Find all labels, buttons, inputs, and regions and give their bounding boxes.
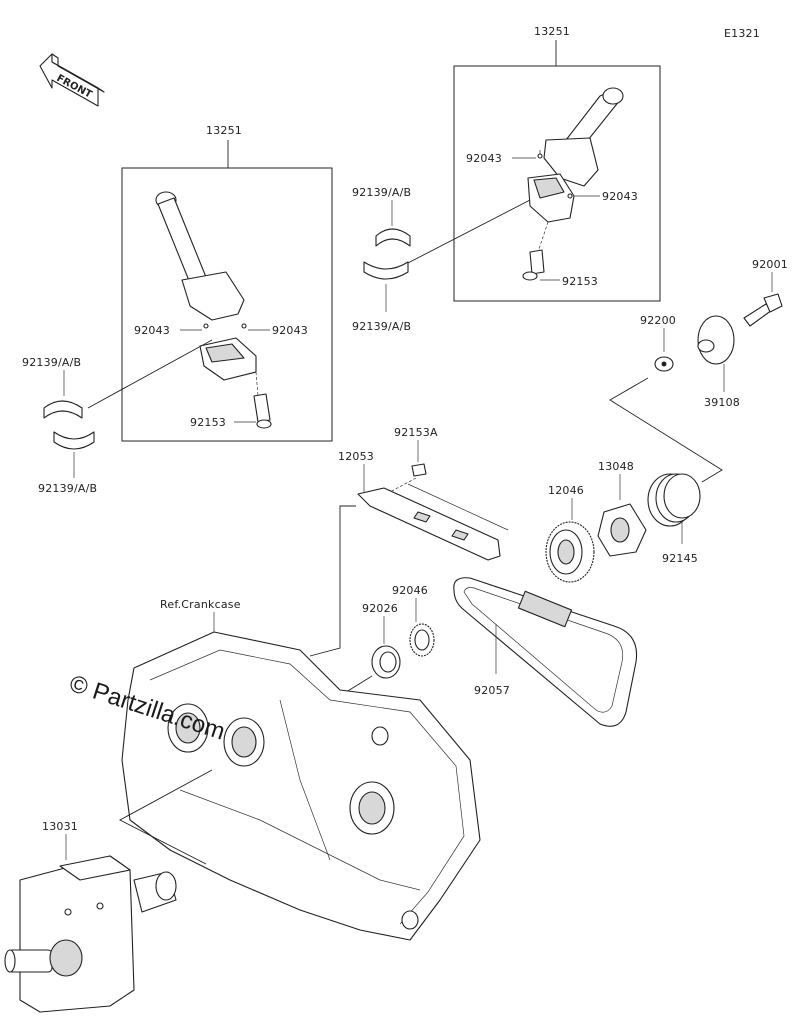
seal-group: 92026 92046 xyxy=(329,584,435,703)
label-guide: 12053 xyxy=(338,450,374,463)
bearing-r-lower-icon xyxy=(363,261,409,280)
label-sprocket: 12046 xyxy=(548,484,584,497)
label-bolt-r: 92153 xyxy=(562,275,598,288)
guide-group: 92153A 12053 xyxy=(309,426,509,657)
chain-icon xyxy=(453,577,638,727)
pin-r-upper-icon xyxy=(537,153,543,159)
front-arrow-icon: FRONT xyxy=(39,53,105,107)
conrod-right-group: 13251 92043 92043 92153 xyxy=(405,25,661,302)
label-seal: 92026 xyxy=(362,602,398,615)
crankcase-group: Ref.Crankcase xyxy=(119,598,481,941)
label-crankshaft: 13031 xyxy=(42,820,78,833)
label-chain: 92057 xyxy=(474,684,510,697)
pin-l-right-icon xyxy=(241,323,247,329)
label-bolt-guide: 92153A xyxy=(394,426,438,439)
diagram-code: E1321 xyxy=(724,27,760,40)
label-bolt-l: 92153 xyxy=(190,416,226,429)
bearing-r-upper-icon xyxy=(375,228,411,247)
chain-group: 92057 xyxy=(453,577,638,727)
label-pin-r-lower: 92043 xyxy=(602,190,638,203)
label-bearing-r-lower: 92139/A/B xyxy=(352,320,411,333)
bolt-l xyxy=(253,393,271,423)
sprocket-group: 12046 13048 92145 xyxy=(545,460,701,583)
conrod-left-big-end xyxy=(181,271,245,321)
conrod-left-shaft xyxy=(157,197,209,289)
bearing-l-group: 92139/A/B 92139/A/B xyxy=(22,356,97,495)
label-reference-crankcase: Ref.Crankcase xyxy=(160,598,241,611)
cap-group: 92001 92200 39108 xyxy=(609,258,788,483)
conrod-left-box xyxy=(121,167,333,442)
conrod-right-box xyxy=(453,65,661,302)
bolt-guide-icon xyxy=(411,463,427,477)
crankshaft-group: 13031 xyxy=(4,820,177,1013)
label-pin-r-upper: 92043 xyxy=(466,152,502,165)
conrod-left-group: 13251 92043 92043 92153 xyxy=(87,124,333,442)
crankshaft-icon xyxy=(19,855,135,1013)
label-conrod-left: 13251 xyxy=(206,124,242,137)
label-needle-bearing: 92046 xyxy=(392,584,428,597)
bolt-r xyxy=(529,249,545,275)
guide-icon xyxy=(357,487,501,561)
label-conrod-right: 13251 xyxy=(534,25,570,38)
label-clutch: 13048 xyxy=(598,460,634,473)
label-bolt-top: 92001 xyxy=(752,258,788,271)
label-bearing-l-lower: 92139/A/B xyxy=(38,482,97,495)
label-spring: 92145 xyxy=(662,552,698,565)
label-washer: 92200 xyxy=(640,314,676,327)
label-pin-l-left: 92043 xyxy=(134,324,170,337)
bearing-l-upper-icon xyxy=(43,400,83,419)
bearing-r-group: 92139/A/B 92139/A/B xyxy=(352,186,411,333)
label-cap: 39108 xyxy=(704,396,740,409)
conrod-right-small-end xyxy=(602,87,624,105)
label-bearing-r-upper: 92139/A/B xyxy=(352,186,411,199)
label-bearing-l-upper: 92139/A/B xyxy=(22,356,81,369)
bearing-l-lower-icon xyxy=(53,431,95,450)
pin-r-lower-icon xyxy=(567,193,573,199)
pin-l-left-icon xyxy=(203,323,209,329)
label-pin-l-right: 92043 xyxy=(272,324,308,337)
